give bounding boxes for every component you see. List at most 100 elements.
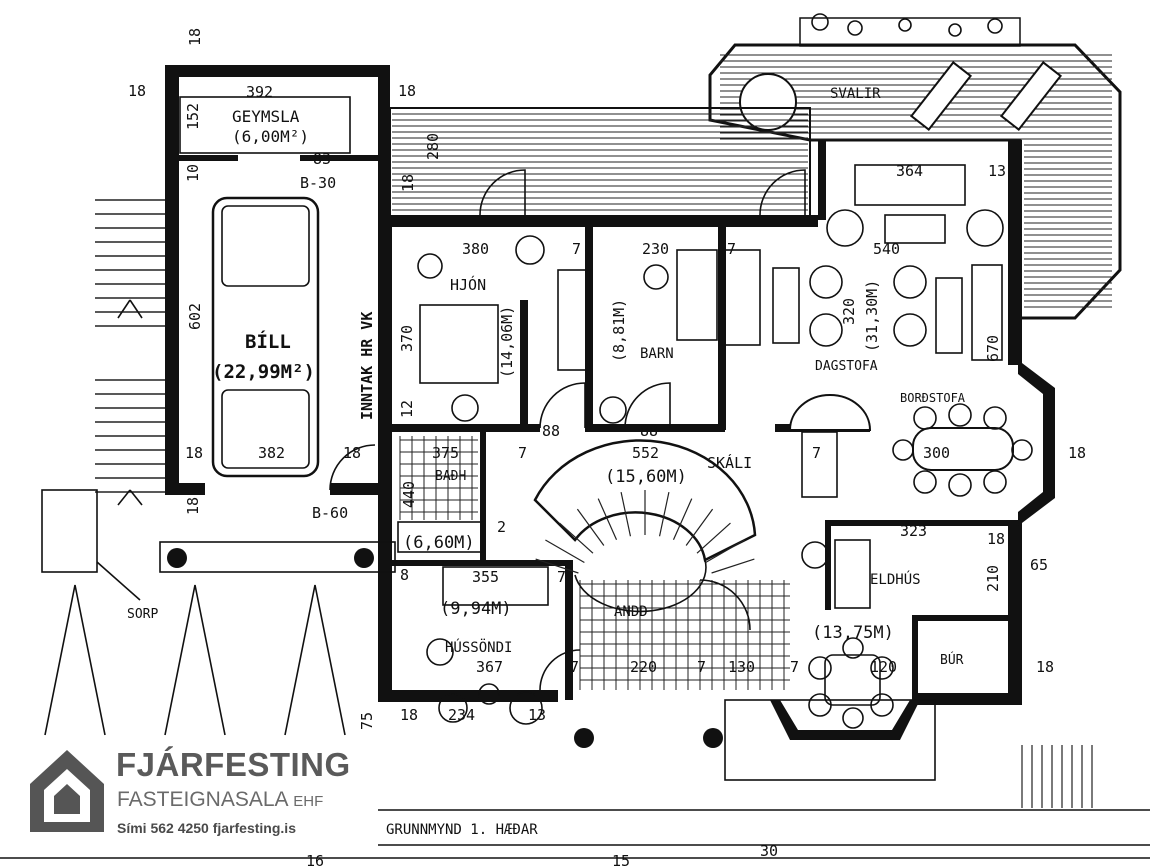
room-barn-area: (8,81M) bbox=[610, 299, 628, 362]
b30-label: B-30 bbox=[300, 174, 336, 192]
hatch-line bbox=[672, 498, 693, 540]
dim-label: 7 bbox=[790, 658, 799, 676]
room-geymsla: GEYMSLA bbox=[232, 107, 300, 126]
dim-label: 15 bbox=[612, 852, 630, 867]
house-walls bbox=[378, 140, 1055, 740]
logo-brand: FJÁRFESTING bbox=[116, 746, 351, 783]
dim-label: 370 bbox=[398, 325, 416, 352]
logo-subtitle: FASTEIGNASALA EHF bbox=[117, 788, 323, 812]
dim-label: 300 bbox=[923, 444, 950, 462]
hatch-line bbox=[559, 522, 594, 554]
logo-ehf: EHF bbox=[293, 793, 324, 810]
dim-label: 10 bbox=[184, 164, 202, 182]
room-skali: SKÁLI bbox=[707, 453, 752, 472]
dim-label: 375 bbox=[432, 444, 459, 462]
room-dagstofa-area: (31,30M) bbox=[863, 280, 881, 352]
dim-label: 18 bbox=[987, 530, 1005, 548]
dimension-labels: 18 392 18 18 152 10 83 280 18 602 18 382… bbox=[128, 28, 1086, 867]
room-sorp: SORP bbox=[127, 607, 158, 622]
room-barn: BARN bbox=[640, 346, 674, 362]
annotations: INNTAK HR VK B-30 B-60 GRUNNMYND 1. HÆÐA… bbox=[300, 174, 538, 838]
dim-label: 602 bbox=[186, 303, 204, 330]
dim-label: 83 bbox=[313, 150, 331, 168]
hatch-line bbox=[711, 558, 755, 574]
logo-contact: Sími 562 4250 fjarfesting.is bbox=[117, 820, 296, 836]
room-dagstofa: DAGSTOFA bbox=[815, 359, 878, 374]
dim-label: 7 bbox=[572, 240, 581, 258]
room-bill: BÍLL bbox=[245, 330, 291, 353]
house-logo-icon bbox=[30, 750, 104, 832]
b60-label: B-60 bbox=[312, 504, 348, 522]
dim-label: 323 bbox=[900, 522, 927, 540]
dim-label: 280 bbox=[424, 133, 442, 160]
dim-label: 12 bbox=[398, 400, 416, 418]
room-eldhus-area: (13,75M) bbox=[812, 623, 894, 643]
dim-label: 88 bbox=[542, 422, 560, 440]
room-hjon: HJÓN bbox=[450, 275, 486, 294]
dim-label: 7 bbox=[727, 240, 736, 258]
room-bur: BÚR bbox=[940, 652, 964, 668]
hatch-line bbox=[685, 508, 714, 546]
dim-label: 18 bbox=[185, 444, 203, 462]
dim-label: 13 bbox=[528, 706, 546, 724]
hatch-line bbox=[696, 522, 731, 554]
dim-label: 18 bbox=[184, 497, 202, 515]
dim-label: 320 bbox=[840, 298, 858, 325]
dim-label: 234 bbox=[448, 706, 475, 724]
dim-label: 552 bbox=[632, 444, 659, 462]
room-hussondi: HÚSSÖNDI bbox=[445, 638, 512, 656]
dim-label: 367 bbox=[476, 658, 503, 676]
room-borðstofa: BORÐSTOFA bbox=[900, 391, 966, 405]
dim-label: 355 bbox=[472, 568, 499, 586]
dim-label: 540 bbox=[873, 240, 900, 258]
dim-label: 210 bbox=[984, 565, 1002, 592]
door-swings bbox=[329, 382, 751, 691]
dim-label: 392 bbox=[246, 83, 273, 101]
hatch-line bbox=[597, 498, 618, 540]
dim-label: 8 bbox=[400, 566, 409, 584]
dim-label: 16 bbox=[306, 852, 324, 867]
room-geymsla-area: (6,00M²) bbox=[232, 127, 309, 146]
hatch-line bbox=[620, 492, 632, 537]
dim-label: 2 bbox=[497, 518, 506, 536]
dim-label: 18 bbox=[186, 28, 204, 46]
hatch-line bbox=[535, 558, 579, 574]
columns bbox=[167, 548, 723, 748]
dim-label: 230 bbox=[642, 240, 669, 258]
dim-label: 65 bbox=[1030, 556, 1048, 574]
title-frame bbox=[0, 809, 1150, 859]
plan-title: GRUNNMYND 1. HÆÐAR bbox=[386, 822, 538, 838]
exterior-stairs-right bbox=[724, 699, 1093, 808]
dim-label: 18 bbox=[398, 82, 416, 100]
dim-label: 120 bbox=[870, 658, 897, 676]
dim-label: 18 bbox=[1036, 658, 1054, 676]
hatch-line bbox=[545, 539, 585, 564]
fjarfesting-logo: FJÁRFESTING FASTEIGNASALA EHF Sími 562 4… bbox=[24, 740, 354, 840]
deck-furniture bbox=[739, 61, 1063, 131]
dim-label: 13 bbox=[988, 162, 1006, 180]
dim-label: 7 bbox=[697, 658, 706, 676]
room-eldhus: ELDHÚS bbox=[870, 570, 921, 588]
room-hjon-area: (14,06M) bbox=[498, 306, 516, 378]
dim-label: 30 bbox=[760, 842, 778, 860]
dim-label: 130 bbox=[728, 658, 755, 676]
dim-label: 380 bbox=[462, 240, 489, 258]
dim-label: 220 bbox=[630, 658, 657, 676]
dim-label: 7 bbox=[557, 568, 566, 586]
dim-label: 75 bbox=[358, 712, 376, 730]
dim-label: 7 bbox=[812, 444, 821, 462]
dim-label: 18 bbox=[343, 444, 361, 462]
dim-label: 18 bbox=[128, 82, 146, 100]
dim-label: 440 bbox=[400, 481, 418, 508]
hatch-line bbox=[658, 492, 670, 537]
hatch-line bbox=[705, 539, 745, 564]
hatch-line bbox=[576, 508, 605, 546]
dim-label: 88 bbox=[640, 422, 658, 440]
dim-label: 7 bbox=[570, 658, 579, 676]
dim-label: 382 bbox=[258, 444, 285, 462]
room-labels: GEYMSLA (6,00M²) BÍLL (22,99M²) HJÓN (14… bbox=[127, 86, 966, 668]
dim-label: 152 bbox=[184, 103, 202, 130]
exterior-stairs-left bbox=[95, 199, 165, 506]
